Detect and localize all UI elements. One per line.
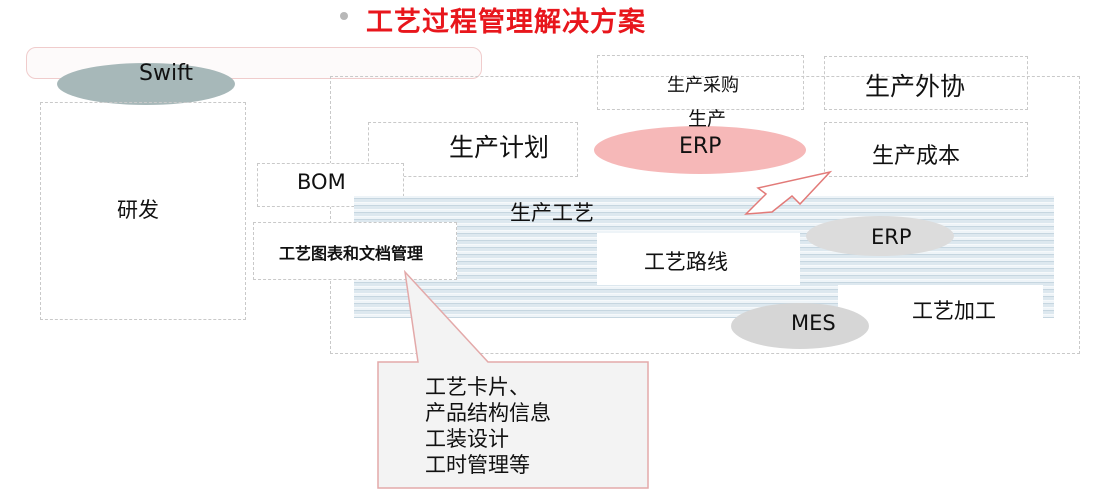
prod-cost-box (824, 122, 1028, 177)
callout-line-2: 产品结构信息 (425, 401, 551, 425)
erp-label: ERP (871, 225, 912, 249)
mes-ellipse (731, 303, 869, 349)
callout-line-1: 工艺卡片、 (425, 375, 530, 399)
callout-line-4: 工时管理等 (425, 453, 530, 477)
doc-mgmt-box (253, 222, 457, 280)
swift-label: Swift (139, 61, 194, 86)
swift-ellipse (57, 63, 235, 105)
prod-erp-line2: ERP (679, 134, 722, 159)
doc-mgmt-label: 工艺图表和文档管理 (279, 244, 424, 263)
process-machining-box (838, 285, 1043, 339)
production-container (330, 76, 1080, 354)
page-title: 工艺过程管理解决方案 (366, 7, 646, 38)
prod-erp-line1: 生产 (688, 108, 727, 130)
research-label: 研发 (117, 198, 159, 222)
erp-ellipse (806, 216, 954, 256)
bom-label: BOM (297, 170, 346, 194)
prod-plan-label: 生产计划 (449, 133, 550, 162)
title-bullet (340, 12, 348, 20)
callout-shape (377, 270, 649, 489)
process-route-box (597, 233, 800, 285)
callout-line-3: 工装设计 (425, 427, 509, 451)
prod-erp-ellipse (594, 126, 806, 174)
process-machining-label: 工艺加工 (912, 299, 996, 323)
prod-process-label: 生产工艺 (510, 201, 594, 225)
prod-outsource-label: 生产外协 (865, 72, 966, 101)
prod-outsource-box (824, 56, 1028, 110)
prod-purchase-box (597, 55, 804, 110)
flow-arrow (744, 170, 833, 215)
process-route-label: 工艺路线 (644, 250, 728, 274)
mes-label: MES (791, 311, 836, 335)
research-box (40, 102, 246, 320)
prod-purchase-label: 生产采购 (667, 75, 739, 96)
prod-plan-box (368, 122, 578, 177)
prod-cost-label: 生产成本 (872, 144, 961, 169)
